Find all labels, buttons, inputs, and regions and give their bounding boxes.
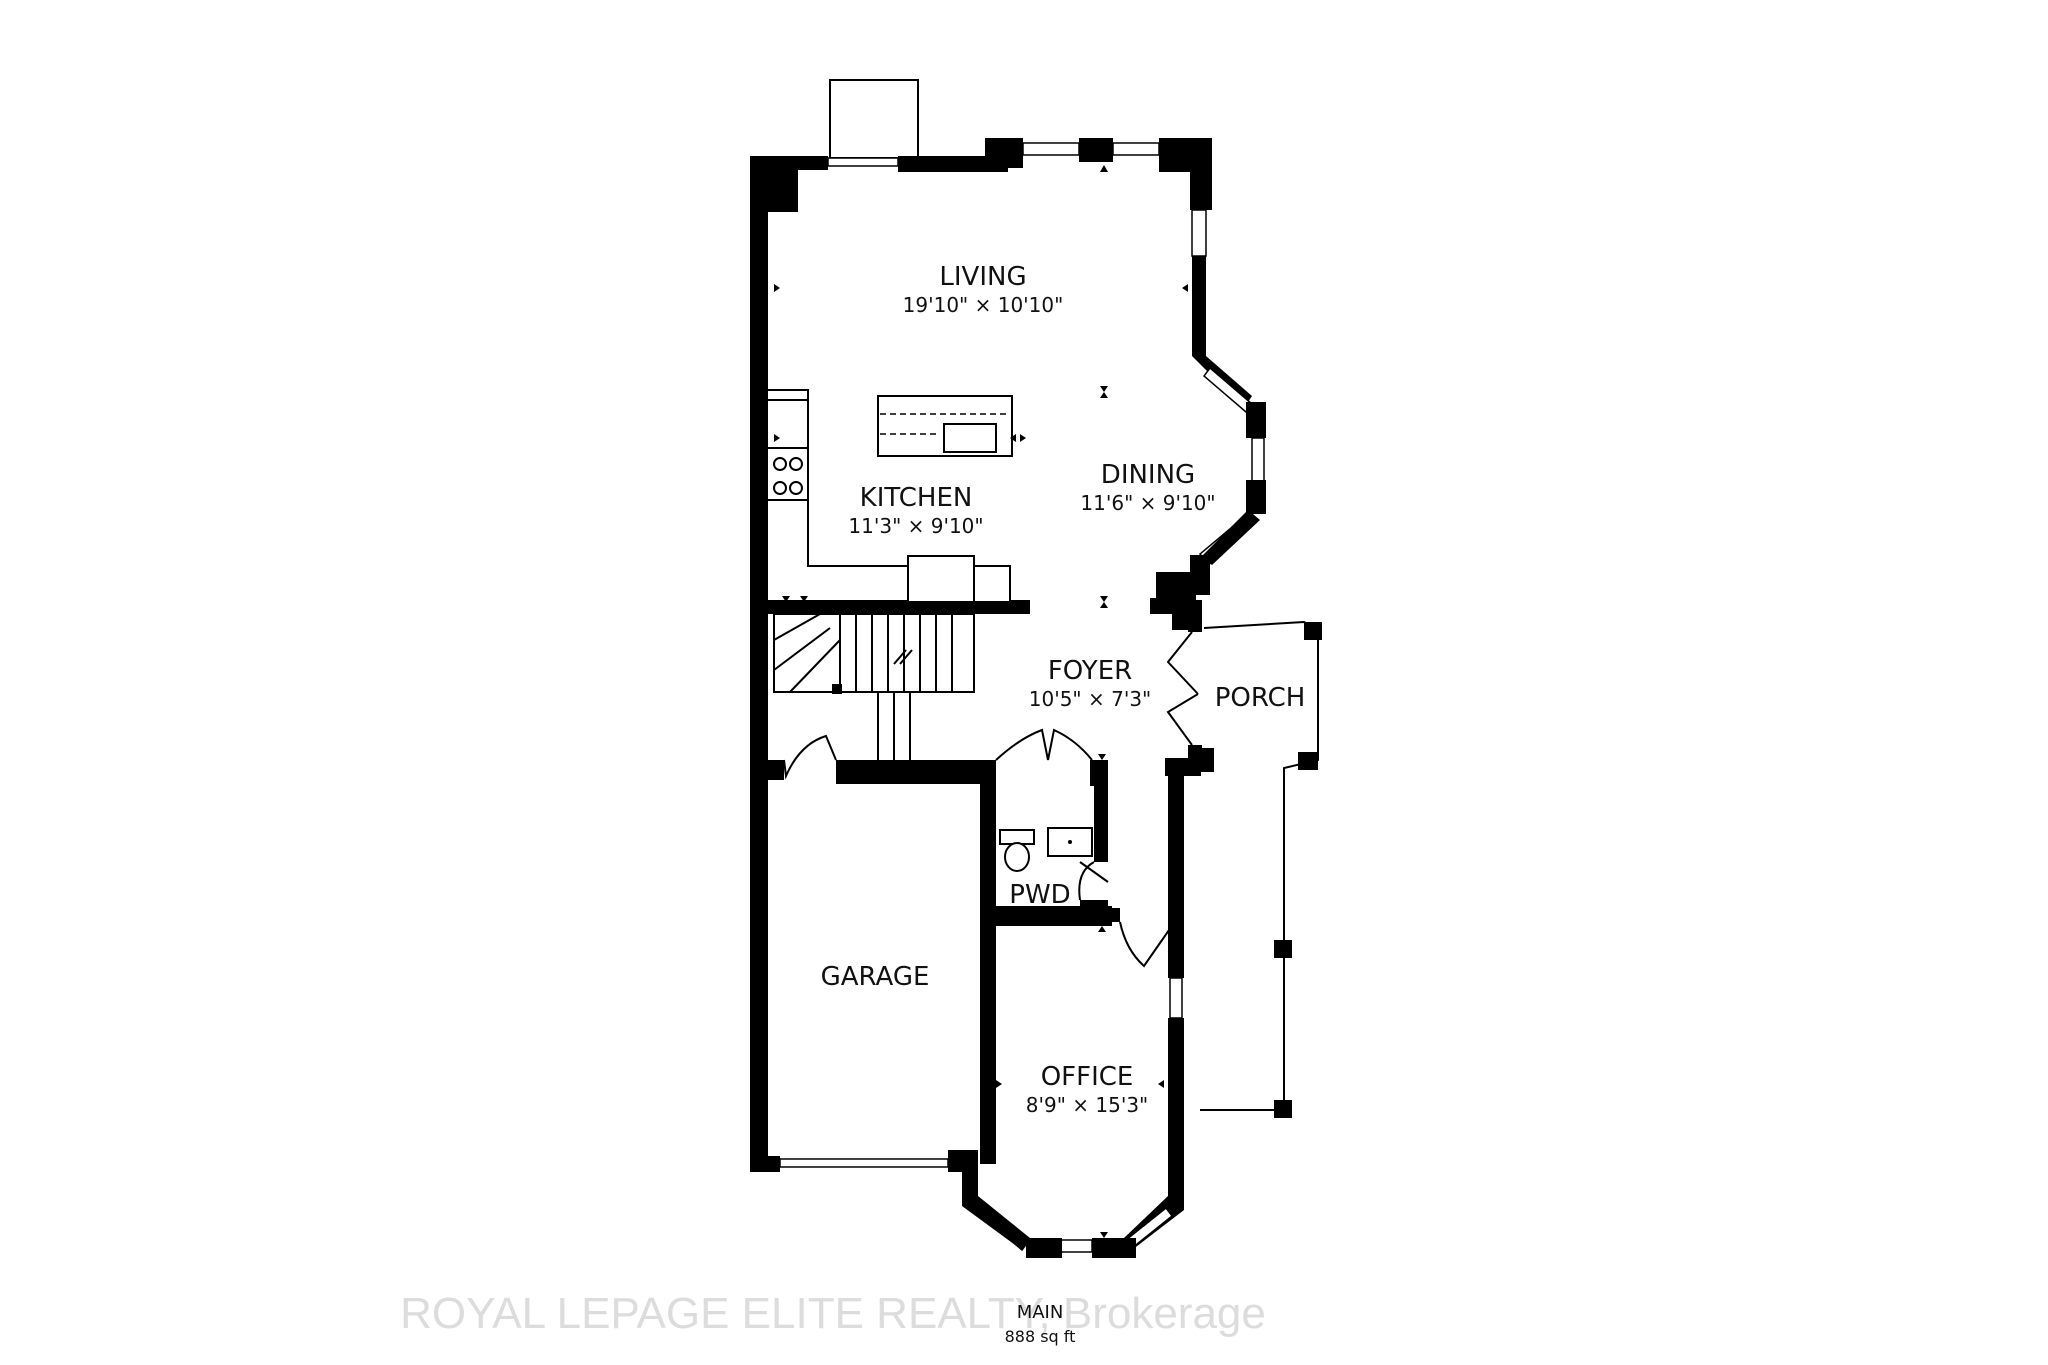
room-foyer-dimensions: 10'5" × 7'3" (1029, 687, 1152, 711)
room-garage-name: GARAGE (821, 962, 930, 992)
room-porch-name: PORCH (1215, 683, 1306, 713)
interior-walls (768, 600, 1120, 1164)
room-foyer-name: FOYER (1048, 656, 1132, 686)
dimension-markers (774, 165, 1188, 1238)
chimney-box (829, 79, 919, 159)
room-living-name: LIVING (939, 262, 1026, 292)
room-kitchen-name: KITCHEN (860, 483, 973, 513)
room-dining-name: DINING (1101, 460, 1195, 490)
powder-room-fixtures (999, 827, 1093, 872)
watermark: ROYAL LEPAGE ELITE REALTY, Brokerage (400, 1289, 1266, 1338)
room-office-dimensions: 8'9" × 15'3" (1026, 1093, 1149, 1117)
level-name: MAIN (1017, 1302, 1064, 1323)
staircase (773, 613, 975, 760)
doors (783, 631, 1199, 968)
porch-outline (1200, 620, 1322, 1118)
room-pwd-name: PWD (1009, 880, 1070, 910)
room-living-dimensions: 19'10" × 10'10" (903, 293, 1064, 317)
kitchen-fixtures (768, 389, 1013, 603)
room-dining-dimensions: 11'6" × 9'10" (1080, 491, 1215, 515)
level-area: 888 sq ft (1005, 1327, 1076, 1346)
exterior-walls (750, 138, 1266, 1258)
room-office-name: OFFICE (1041, 1062, 1134, 1092)
room-kitchen-dimensions: 11'3" × 9'10" (848, 514, 983, 538)
